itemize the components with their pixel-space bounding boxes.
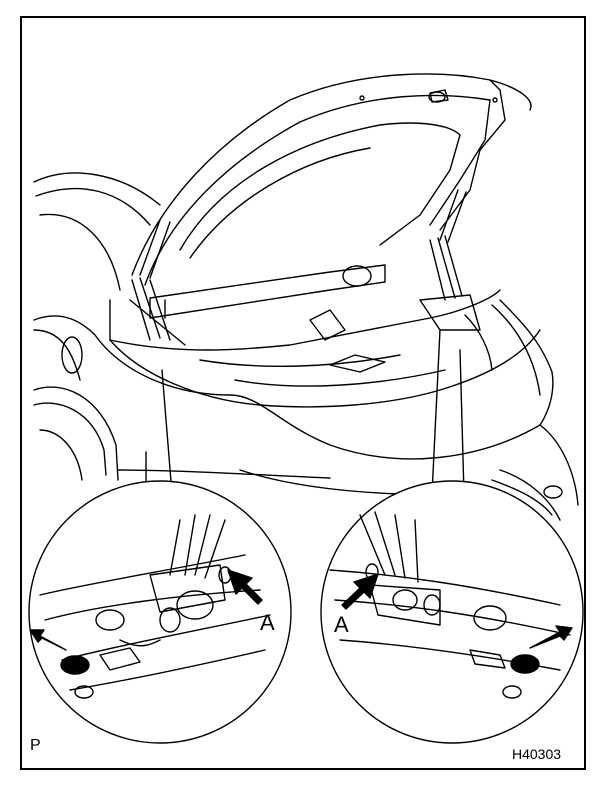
detail-circle-right bbox=[320, 480, 584, 744]
corner-mark: P bbox=[30, 737, 41, 754]
leader-lines bbox=[145, 329, 465, 495]
arrow-a-left bbox=[227, 569, 263, 605]
callout-a-left: A bbox=[260, 610, 275, 635]
arrow-clip-left bbox=[29, 629, 67, 651]
arrows bbox=[29, 569, 573, 651]
arrow-clip-right bbox=[529, 625, 573, 649]
figure-id: H40303 bbox=[512, 746, 562, 762]
detail-circle-left bbox=[28, 480, 292, 744]
callout-a-right: A bbox=[334, 612, 349, 637]
arrow-a-right bbox=[341, 573, 379, 610]
trunk-lid bbox=[131, 73, 532, 341]
car-body bbox=[33, 172, 579, 521]
trunk-opening bbox=[109, 264, 541, 408]
